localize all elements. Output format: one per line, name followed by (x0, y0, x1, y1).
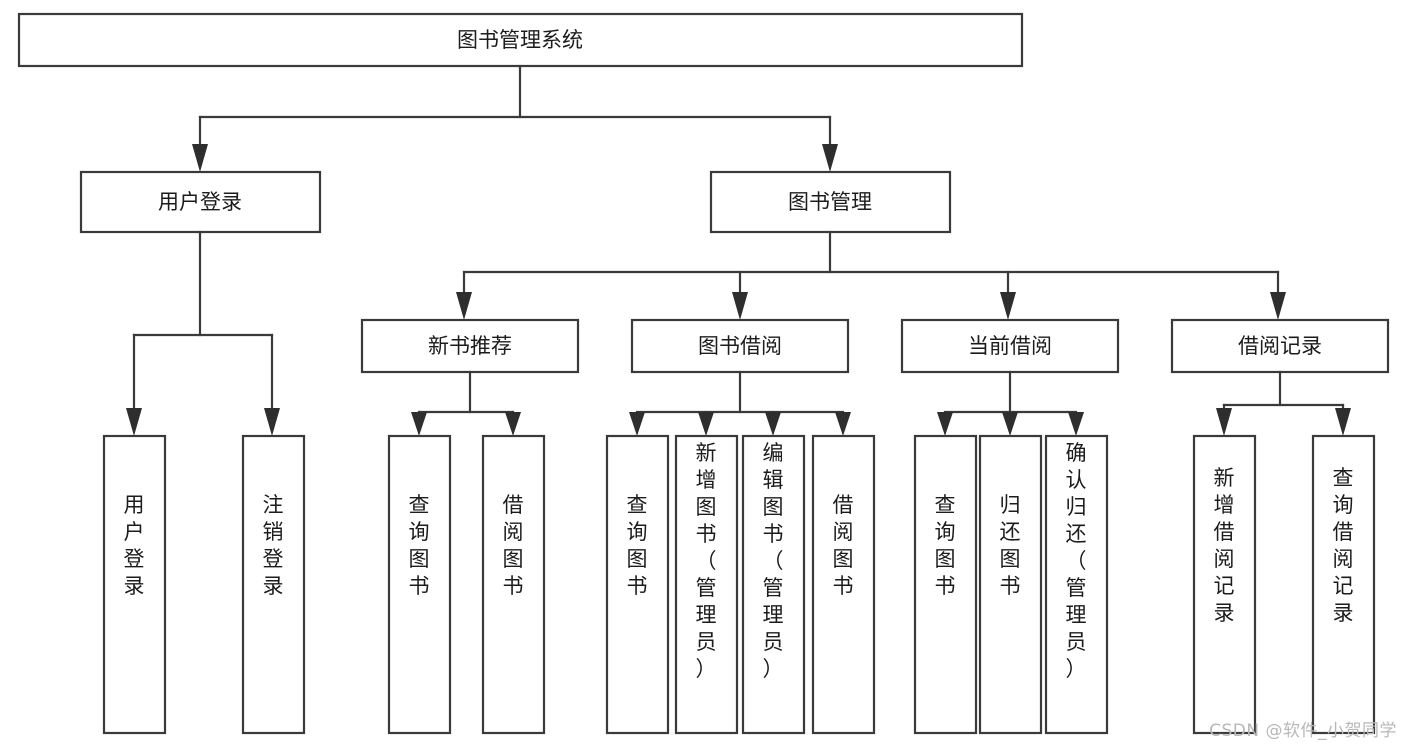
leaf-user-login-label: 用户登录 (124, 493, 145, 598)
user-login-label: 用户登录 (158, 190, 242, 214)
node-user-login[interactable]: 用户登录 (79, 170, 322, 234)
current-borrow-box[interactable] (900, 318, 1120, 374)
borrow-record-label: 借阅记录 (1238, 334, 1322, 358)
node-leaf-return-book[interactable]: 归还图书 (978, 434, 1043, 735)
leaf-query-book-3-label: 查询图书 (935, 493, 956, 598)
book-borrow-label: 图书借阅 (698, 334, 782, 358)
arrow-head-leaf-add-borrow-record (1216, 408, 1232, 436)
leaf-query-book-1-label: 查询图书 (409, 493, 430, 598)
leaf-query-book-2-box[interactable] (605, 434, 670, 735)
leaf-borrow-book-2-label: 借阅图书 (833, 493, 854, 598)
leaf-user-login-box[interactable] (102, 434, 167, 735)
arrow-head-new-book-recommend (456, 292, 472, 320)
arrow-head-leaf-borrow-book-1 (505, 412, 521, 436)
node-book-borrow[interactable]: 图书借阅 (630, 318, 850, 374)
node-new-book-recommend[interactable]: 新书推荐 (360, 318, 580, 374)
leaf-query-borrow-record-box[interactable] (1311, 434, 1376, 735)
node-leaf-query-book-3[interactable]: 查询图书 (913, 434, 978, 735)
leaf-query-borrow-record-label: 查询借阅记录 (1333, 466, 1354, 625)
leaf-borrow-book-1-label: 借阅图书 (503, 493, 524, 598)
new-book-recommend-label: 新书推荐 (428, 334, 512, 358)
arrow-head-leaf-query-book-3 (937, 412, 953, 436)
leaf-return-book-box[interactable] (978, 434, 1043, 735)
node-leaf-logout-login[interactable]: 注销登录 (241, 434, 306, 735)
leaf-logout-login-box[interactable] (241, 434, 306, 735)
leaf-add-borrow-record-box[interactable] (1192, 434, 1257, 735)
node-current-borrow[interactable]: 当前借阅 (900, 318, 1120, 374)
leaf-confirm-return-admin-label: 确认归还（管理员） (1066, 441, 1087, 681)
connector-new-book-recommend-to-leaves (411, 370, 521, 436)
arrow-head-leaf-borrow-book-2 (835, 412, 851, 436)
node-leaf-user-login[interactable]: 用户登录 (102, 434, 167, 735)
leaf-add-borrow-record-label: 新增借阅记录 (1214, 466, 1235, 625)
connector-current-borrow-to-leaves (937, 370, 1084, 436)
arrow-head-leaf-query-book-2 (629, 412, 645, 436)
leaf-query-book-3-box[interactable] (913, 434, 978, 735)
node-leaf-edit-book-admin[interactable]: 编辑图书（管理员） (741, 434, 806, 735)
arrow-head-book-borrow (732, 292, 748, 320)
root-box[interactable] (17, 12, 1024, 68)
arrow-head-leaf-return-book (1002, 412, 1018, 436)
leaf-logout-login-label: 注销登录 (263, 493, 284, 598)
node-borrow-record[interactable]: 借阅记录 (1170, 318, 1390, 374)
book-management-box[interactable] (709, 170, 952, 234)
arrow-head-leaf-query-book-1 (411, 412, 427, 436)
node-root[interactable]: 图书管理系统 (17, 12, 1024, 68)
leaf-query-book-1-box[interactable] (387, 434, 452, 735)
leaf-borrow-book-2-box[interactable] (811, 434, 876, 735)
connector-user-login-to-leaves (126, 230, 280, 436)
node-leaf-query-borrow-record[interactable]: 查询借阅记录 (1311, 434, 1376, 735)
csdn-watermark: CSDN @软件_小贺同学 (1209, 721, 1397, 741)
node-leaf-query-book-1[interactable]: 查询图书 (387, 434, 452, 735)
arrow-head-leaf-confirm-return-admin (1068, 412, 1084, 436)
connector-borrow-record-to-leaves (1216, 370, 1351, 436)
current-borrow-label: 当前借阅 (968, 334, 1052, 358)
root-label: 图书管理系统 (457, 28, 583, 52)
arrow-head-user-login (192, 144, 208, 172)
node-leaf-confirm-return-admin[interactable]: 确认归还（管理员） (1044, 434, 1109, 735)
arrow-head-leaf-user-login (126, 408, 142, 436)
arrow-head-leaf-edit-book-admin (765, 412, 781, 436)
connector-book-borrow-to-leaves (629, 370, 851, 436)
node-leaf-add-borrow-record[interactable]: 新增借阅记录 (1192, 434, 1257, 735)
leaf-add-book-admin-label: 新增图书（管理员） (696, 441, 717, 681)
leaf-return-book-label: 归还图书 (1000, 493, 1021, 598)
arrow-head-book-management (822, 144, 838, 172)
node-book-management[interactable]: 图书管理 (709, 170, 952, 234)
book-management-label: 图书管理 (788, 190, 872, 214)
connector-book-management-to-level3 (456, 230, 1286, 320)
leaf-edit-book-admin-box[interactable] (741, 434, 806, 735)
leaf-confirm-return-admin-box[interactable] (1044, 434, 1109, 735)
arrow-head-leaf-logout-login (264, 408, 280, 436)
arrow-head-borrow-record (1270, 292, 1286, 320)
leaf-borrow-book-1-box[interactable] (481, 434, 546, 735)
arrow-head-leaf-add-book-admin (698, 412, 714, 436)
connector-root-to-level2 (192, 64, 838, 172)
arrow-head-current-borrow (1000, 292, 1016, 320)
node-leaf-query-book-2[interactable]: 查询图书 (605, 434, 670, 735)
borrow-record-box[interactable] (1170, 318, 1390, 374)
leaf-query-book-2-label: 查询图书 (627, 493, 648, 598)
node-leaf-borrow-book-1[interactable]: 借阅图书 (481, 434, 546, 735)
leaf-edit-book-admin-label: 编辑图书（管理员） (763, 441, 784, 681)
new-book-recommend-box[interactable] (360, 318, 580, 374)
leaf-add-book-admin-box[interactable] (674, 434, 739, 735)
book-borrow-box[interactable] (630, 318, 850, 374)
node-leaf-borrow-book-2[interactable]: 借阅图书 (811, 434, 876, 735)
arrow-head-leaf-query-borrow-record (1335, 408, 1351, 436)
node-leaf-add-book-admin[interactable]: 新增图书（管理员） (674, 434, 739, 735)
